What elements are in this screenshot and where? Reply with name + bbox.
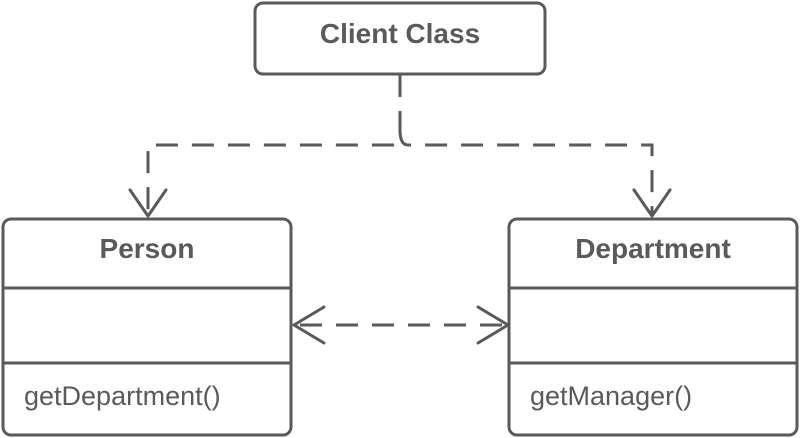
client-class-title: Client Class bbox=[320, 18, 480, 49]
person-class-box[interactable]: Person getDepartment() bbox=[1, 217, 293, 437]
person-method-label: getDepartment() bbox=[24, 381, 221, 411]
department-class-title: Department bbox=[575, 233, 731, 264]
arrow-to-department-icon bbox=[632, 188, 672, 218]
arrow-to-person-left-icon bbox=[292, 305, 326, 345]
department-class-box[interactable]: Department getManager() bbox=[507, 217, 799, 437]
client-dependency-line bbox=[146, 75, 402, 214]
client-class-box[interactable]: Client Class bbox=[253, 1, 547, 76]
client-dependency-line-right bbox=[398, 129, 654, 214]
person-class-title: Person bbox=[100, 233, 195, 264]
arrow-to-person-icon bbox=[128, 188, 168, 218]
department-method-label: getManager() bbox=[530, 381, 692, 411]
